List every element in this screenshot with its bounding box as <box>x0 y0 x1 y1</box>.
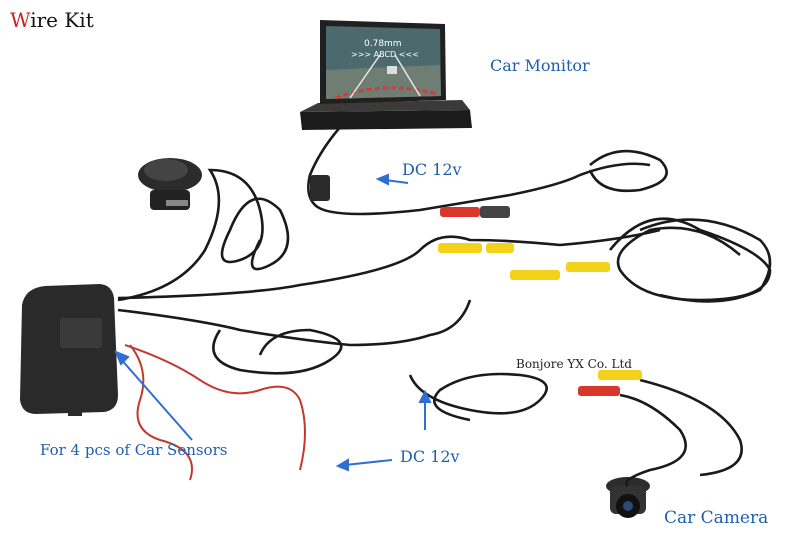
title-rest: ire Kit <box>30 8 94 32</box>
arrows <box>114 173 432 472</box>
car-monitor <box>300 20 472 130</box>
label-car-monitor: Car Monitor <box>490 56 590 75</box>
label-dc-top: DC 12v <box>402 160 462 179</box>
sensor-control-box <box>20 284 118 416</box>
monitor-code: >>> ABCD <<< <box>351 50 419 59</box>
wire-kit-title: Wire Kit <box>10 8 94 32</box>
monitor-distance: 0.78mm <box>364 39 402 49</box>
buzzer <box>138 158 202 210</box>
label-dc-bottom: DC 12v <box>400 447 460 466</box>
label-sensors: For 4 pcs of Car Sensors <box>40 441 228 459</box>
title-initial: W <box>10 8 31 32</box>
brand-watermark: Bonjore YX Co. Ltd <box>516 357 632 371</box>
rca-connectors <box>310 175 642 396</box>
car-camera <box>606 477 650 518</box>
black-cables <box>117 124 772 488</box>
red-power-wires <box>124 344 306 481</box>
label-car-camera: Car Camera <box>664 508 769 528</box>
